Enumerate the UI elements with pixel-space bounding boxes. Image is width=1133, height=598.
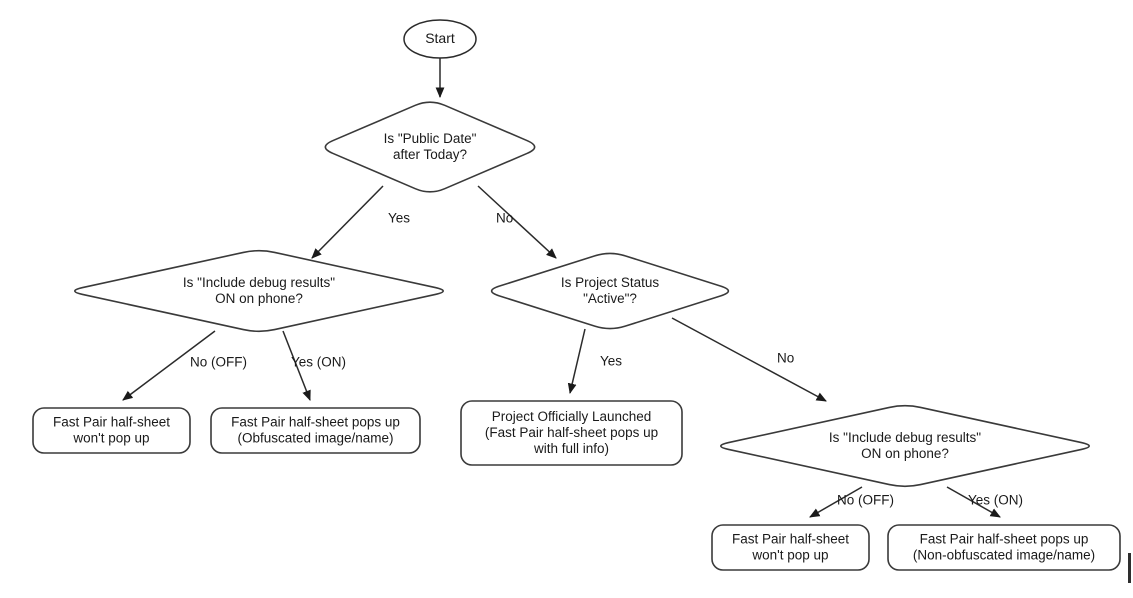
node-label-d_debug_right: Is "Include debug results"ON on phone? [829,430,981,461]
flow-node-d_debug_right[interactable] [720,404,1090,488]
flow-node-r_right_on[interactable] [887,524,1121,571]
flow-edge-e_debugright_on [946,486,1001,518]
flow-edge-e_debugright_off [809,486,863,518]
flow-node-d_project_status[interactable] [490,252,730,330]
flow-node-r_launched[interactable] [460,400,683,466]
node-layer: Start Is "Public Date"after Today? Is "Inc… [32,19,1121,571]
edge-label-e_date_yes: Yes [388,211,410,226]
node-label-d_project_status: Is Project Status"Active"? [561,275,660,306]
flow-node-start[interactable] [403,19,477,59]
flow-edge-e_date_no [477,185,557,259]
edge-label-e_debugright_off: No (OFF) [837,493,894,508]
edge-label-e_status_no: No [777,351,794,366]
flow-edge-e_debugleft_on [282,330,311,401]
text-cursor-artifact [1128,553,1131,583]
node-label-r_right_on: Fast Pair half-sheet pops up(Non-obfusca… [913,531,1095,562]
node-label-start: Start [425,30,455,46]
edge-layer [122,58,1001,518]
node-label-r_left_on: Fast Pair half-sheet pops up(Obfuscated … [231,414,400,445]
flow-edge-e_debugleft_off [122,330,216,401]
flow-edge-e_date_yes [311,185,384,259]
node-label-r_launched: Project Officially Launched(Fast Pair ha… [485,409,658,456]
flow-edge-e_status_no [671,317,827,402]
node-label-d_public_date: Is "Public Date"after Today? [384,131,477,162]
edge-label-e_date_no: No [496,211,513,226]
flow-node-d_debug_left[interactable] [74,249,444,333]
flow-edge-e_status_yes [567,328,586,395]
flow-node-r_left_on[interactable] [210,407,421,454]
edge-label-e_debugleft_off: No (OFF) [190,355,247,370]
flow-node-d_public_date[interactable] [324,101,536,193]
edge-label-e_debugleft_on: Yes (ON) [291,355,346,370]
edge-label-e_status_yes: Yes [600,354,622,369]
edge-label-e_debugright_on: Yes (ON) [968,493,1023,508]
flow-node-r_right_off[interactable] [711,524,870,571]
flow-node-r_left_off[interactable] [32,407,191,454]
node-label-d_debug_left: Is "Include debug results"ON on phone? [183,275,335,306]
